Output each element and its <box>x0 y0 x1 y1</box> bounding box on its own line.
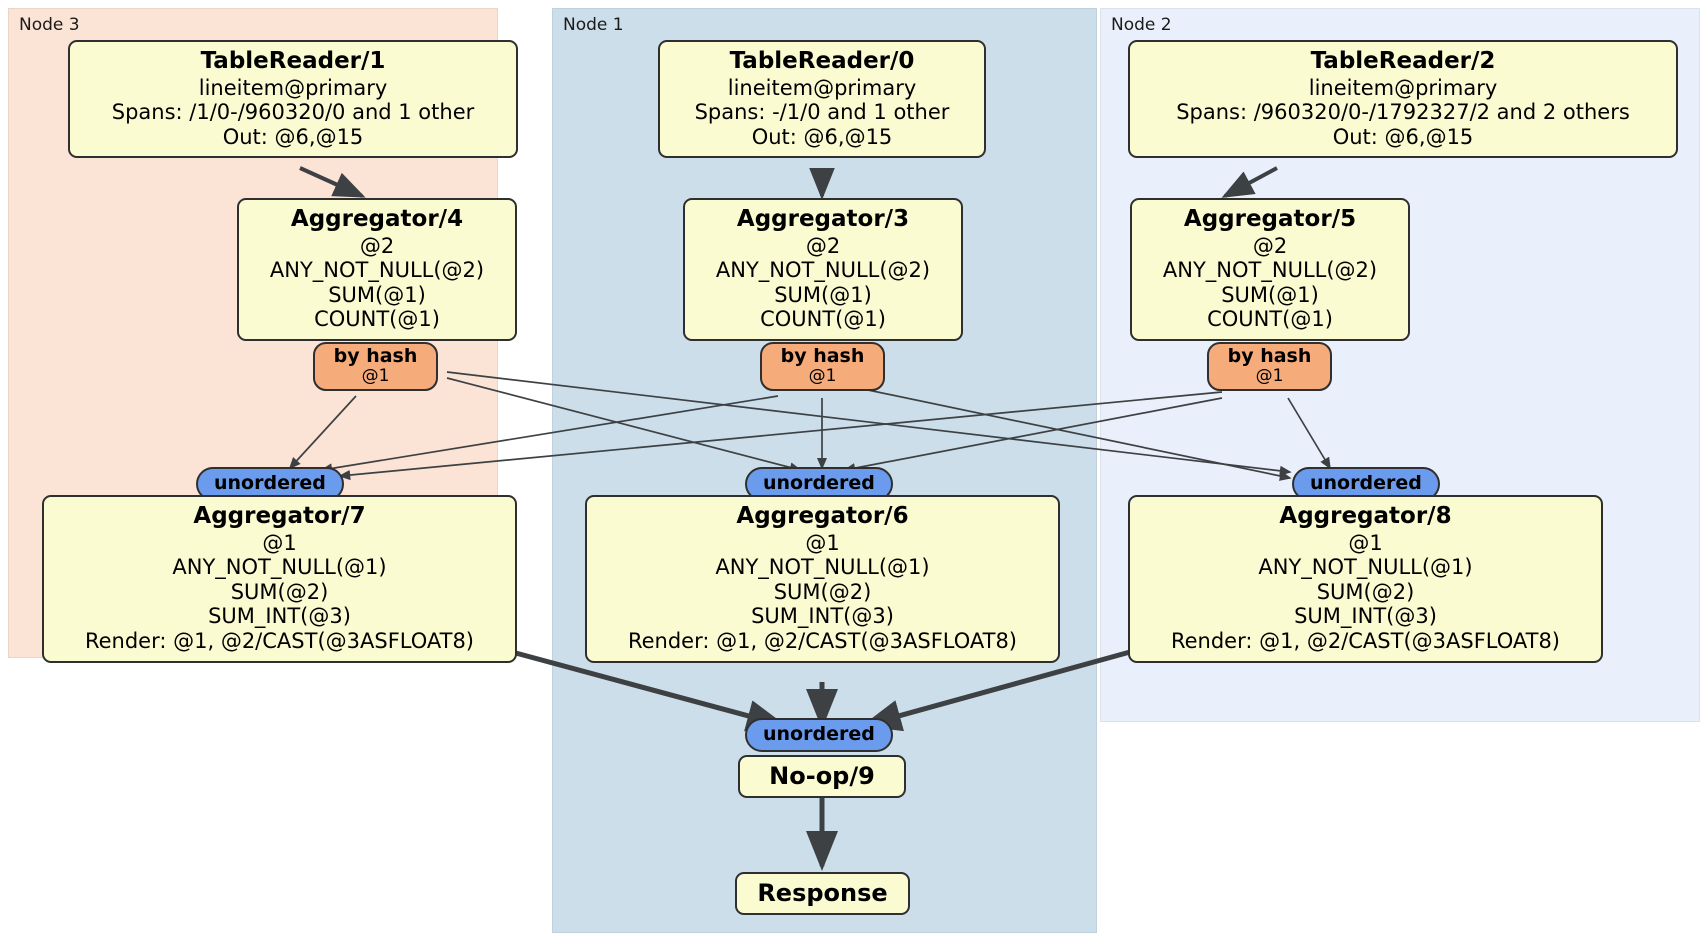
processor-detail-line: lineitem@primary <box>198 75 388 100</box>
processor-detail-line: @2 <box>1252 233 1288 258</box>
processor-detail-line: Render: @1, @2/CAST(@3ASFLOAT8) <box>84 629 475 653</box>
router-type-label: by hash <box>780 345 865 367</box>
processor-detail-line: COUNT(@1) <box>1207 307 1333 332</box>
node-panel-label-node1: Node 1 <box>563 15 624 35</box>
processor-detail-line: ANY_NOT_NULL(@1) <box>715 555 930 580</box>
processor-detail-line: @2 <box>359 233 395 258</box>
processor-detail-line: lineitem@primary <box>1308 75 1498 100</box>
processor-title: Aggregator/7 <box>193 503 366 529</box>
router-by-hash-right[interactable]: by hash @1 <box>1207 342 1332 392</box>
processor-aggregator-4[interactable]: Aggregator/4 @2 ANY_NOT_NULL(@2) SUM(@1)… <box>237 198 517 341</box>
router-by-hash-mid[interactable]: by hash @1 <box>760 342 885 392</box>
processor-detail-line: @2 <box>805 233 841 258</box>
processor-tablereader-2[interactable]: TableReader/2 lineitem@primary Spans: /9… <box>1128 40 1678 159</box>
processor-aggregator-8[interactable]: Aggregator/8 @1 ANY_NOT_NULL(@1) SUM(@2)… <box>1128 495 1603 663</box>
processor-detail-line: ANY_NOT_NULL(@1) <box>172 555 387 580</box>
processor-detail-line: SUM_INT(@3) <box>1294 604 1437 629</box>
processor-detail-line: Spans: -/1/0 and 1 other <box>694 100 950 125</box>
processor-detail-line: ANY_NOT_NULL(@2) <box>1162 258 1378 283</box>
processor-detail-line: Out: @6,@15 <box>222 124 364 149</box>
router-column-label: @1 <box>808 366 837 387</box>
processor-noop-9[interactable]: No-op/9 <box>738 755 906 798</box>
processor-detail-line: Out: @6,@15 <box>1332 124 1474 149</box>
processor-title: Aggregator/4 <box>290 206 464 232</box>
processor-detail-line: SUM(@1) <box>328 282 426 307</box>
processor-title: Aggregator/3 <box>736 206 910 232</box>
processor-detail-line: Render: @1, @2/CAST(@3ASFLOAT8) <box>627 629 1018 653</box>
processor-detail-line: lineitem@primary <box>727 75 917 100</box>
synchronizer-unordered-final[interactable]: unordered <box>745 718 893 753</box>
processor-aggregator-6[interactable]: Aggregator/6 @1 ANY_NOT_NULL(@1) SUM(@2)… <box>585 495 1060 663</box>
processor-title: Aggregator/6 <box>736 503 909 529</box>
processor-aggregator-3[interactable]: Aggregator/3 @2 ANY_NOT_NULL(@2) SUM(@1)… <box>683 198 963 341</box>
router-by-hash-left[interactable]: by hash @1 <box>313 342 438 392</box>
router-type-label: by hash <box>333 345 418 367</box>
processor-detail-line: SUM(@2) <box>773 579 872 604</box>
processor-tablereader-1[interactable]: TableReader/1 lineitem@primary Spans: /1… <box>68 40 518 159</box>
router-type-label: by hash <box>1227 345 1312 367</box>
processor-detail-line: SUM(@1) <box>1221 282 1319 307</box>
processor-aggregator-5[interactable]: Aggregator/5 @2 ANY_NOT_NULL(@2) SUM(@1)… <box>1130 198 1410 341</box>
processor-detail-line: Out: @6,@15 <box>751 124 893 149</box>
node-panel-label-node2: Node 2 <box>1111 15 1172 35</box>
processor-detail-line: SUM_INT(@3) <box>208 604 351 629</box>
processor-aggregator-7[interactable]: Aggregator/7 @1 ANY_NOT_NULL(@1) SUM(@2)… <box>42 495 517 663</box>
processor-detail-line: @1 <box>262 530 297 555</box>
processor-detail-line: @1 <box>805 530 840 555</box>
processor-title: TableReader/0 <box>729 48 915 74</box>
processor-title: TableReader/1 <box>200 48 386 74</box>
processor-detail-line: ANY_NOT_NULL(@1) <box>1258 555 1473 580</box>
processor-detail-line: SUM(@2) <box>230 579 329 604</box>
node-panel-label-node3: Node 3 <box>19 15 80 35</box>
processor-detail-line: ANY_NOT_NULL(@2) <box>715 258 931 283</box>
processor-detail-line: COUNT(@1) <box>760 307 886 332</box>
processor-title: Aggregator/5 <box>1183 206 1357 232</box>
processor-response[interactable]: Response <box>735 872 910 915</box>
processor-detail-line: COUNT(@1) <box>314 307 440 332</box>
processor-detail-line: SUM_INT(@3) <box>751 604 894 629</box>
processor-detail-line: @1 <box>1348 530 1383 555</box>
processor-title: Aggregator/8 <box>1279 503 1452 529</box>
processor-detail-line: SUM(@2) <box>1316 579 1415 604</box>
processor-detail-line: ANY_NOT_NULL(@2) <box>269 258 485 283</box>
processor-tablereader-0[interactable]: TableReader/0 lineitem@primary Spans: -/… <box>658 40 986 159</box>
processor-detail-line: Render: @1, @2/CAST(@3ASFLOAT8) <box>1170 629 1561 653</box>
router-column-label: @1 <box>1255 366 1284 387</box>
processor-title: TableReader/2 <box>1310 48 1496 74</box>
router-column-label: @1 <box>361 366 390 387</box>
processor-detail-line: Spans: /960320/0-/1792327/2 and 2 others <box>1176 100 1630 125</box>
processor-detail-line: Spans: /1/0-/960320/0 and 1 other <box>111 100 475 125</box>
processor-detail-line: SUM(@1) <box>774 282 872 307</box>
